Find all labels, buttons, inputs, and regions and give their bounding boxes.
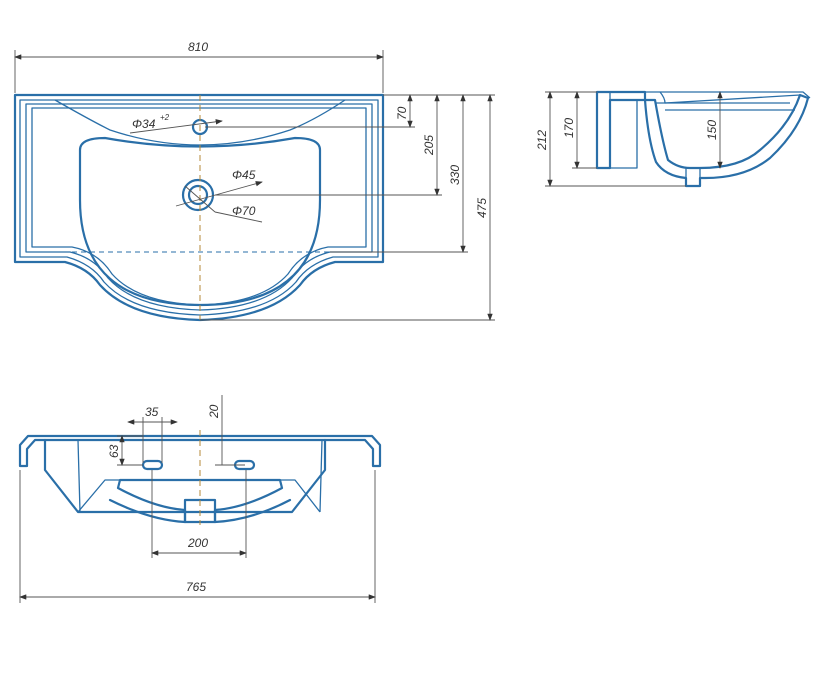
dim-bowl-depth: 330 bbox=[448, 165, 462, 185]
dim-drain-outer: Φ70 bbox=[232, 204, 256, 218]
dim-drain-hole: Φ45 bbox=[232, 168, 256, 182]
dim-width-top: 810 bbox=[188, 40, 208, 54]
mounting-slot-left bbox=[141, 459, 164, 471]
dim-side-inner: 170 bbox=[562, 118, 576, 138]
top-view-dimensions: 810 70 205 330 475 Φ34 +2 Φ45 Φ70 bbox=[14, 40, 495, 321]
front-view-dimensions: 35 20 63 200 765 bbox=[19, 395, 376, 603]
dim-drain-offset: 205 bbox=[422, 135, 436, 156]
top-view bbox=[13, 93, 385, 322]
dim-total-depth: 475 bbox=[475, 198, 489, 218]
side-view-dimensions: 212 170 150 bbox=[535, 91, 723, 187]
drain-outer-ring bbox=[181, 178, 215, 212]
dim-slot-height: 63 bbox=[107, 444, 121, 458]
dim-slot-width: 35 bbox=[145, 405, 159, 419]
dim-tap-offset: 70 bbox=[395, 106, 409, 120]
dim-side-bowl: 150 bbox=[705, 120, 719, 140]
side-view bbox=[595, 90, 811, 188]
dim-width-bottom: 765 bbox=[186, 580, 206, 594]
dim-side-height: 212 bbox=[535, 130, 549, 151]
dim-tap-hole: Φ34 bbox=[132, 117, 156, 131]
dim-mount-spacing: 200 bbox=[187, 536, 208, 550]
dim-slot-offset: 20 bbox=[207, 404, 221, 419]
front-view bbox=[18, 430, 382, 525]
dim-tap-hole-tolerance: +2 bbox=[160, 113, 170, 122]
drain-hole bbox=[187, 184, 209, 206]
